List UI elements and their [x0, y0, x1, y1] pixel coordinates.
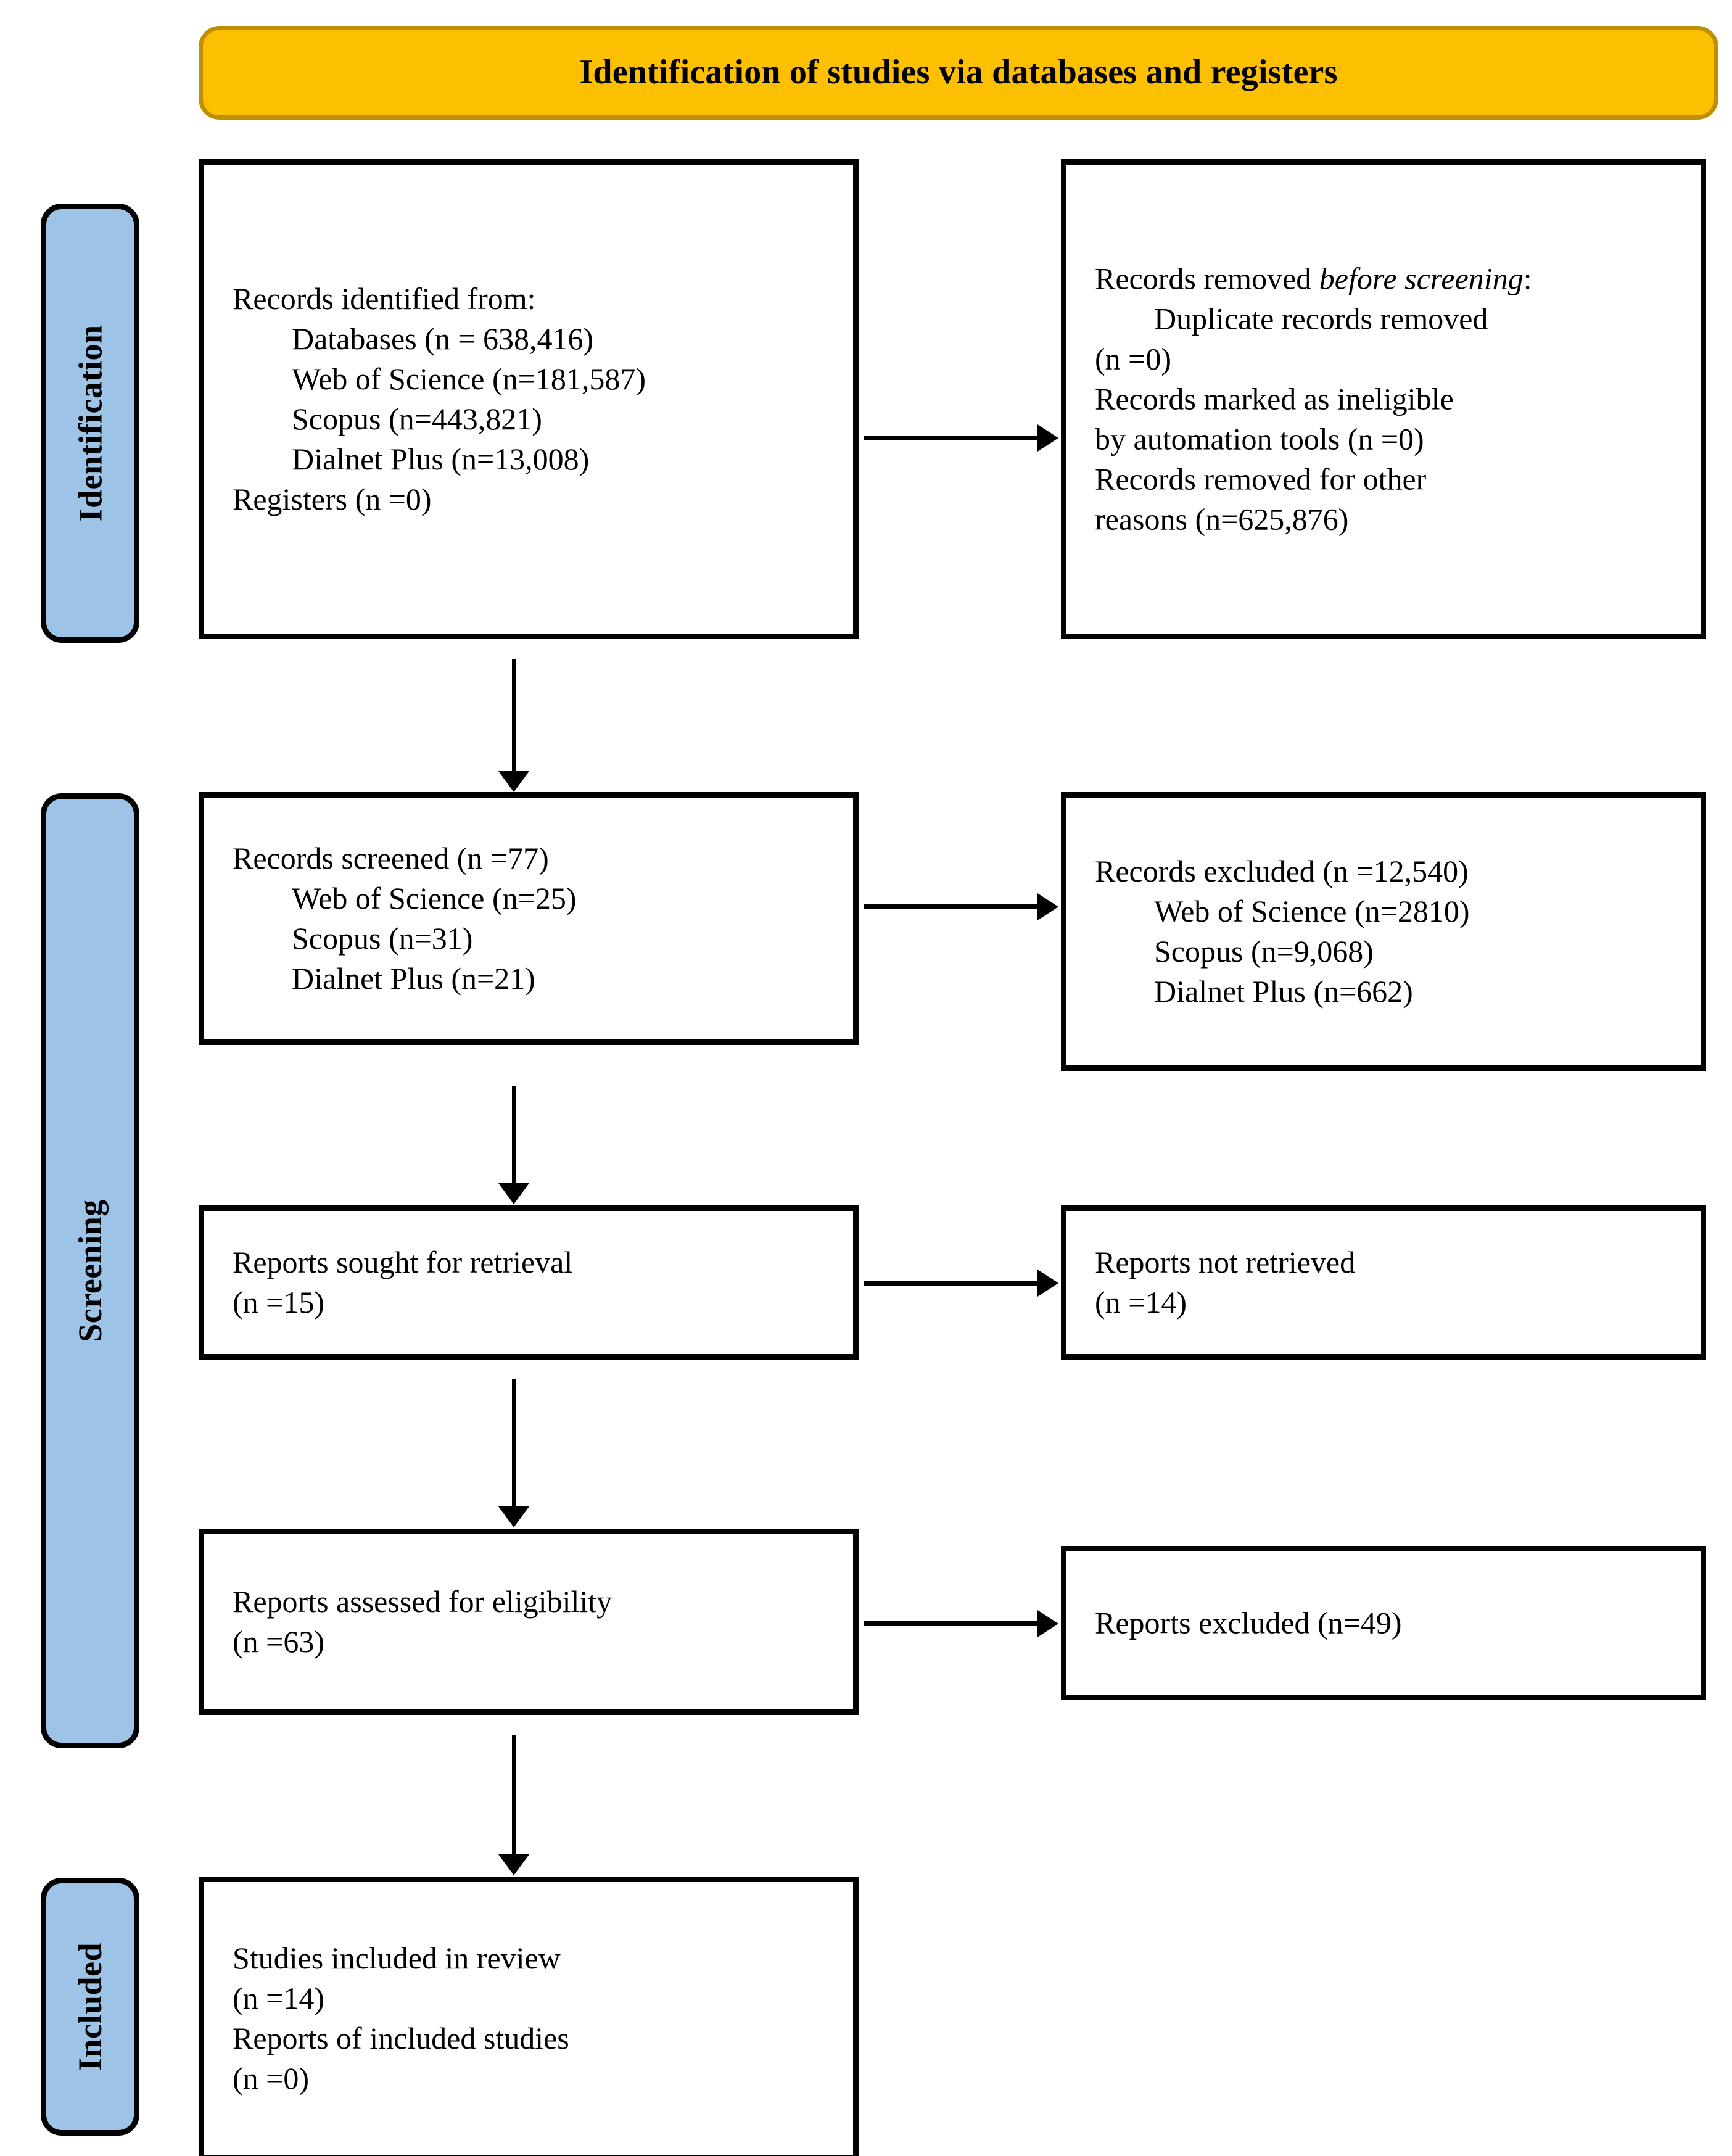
box-reports-not-retrieved-line-2: (n =14) [1095, 1285, 1187, 1320]
box-records-removed: Records removed before screening: Duplic… [1061, 159, 1706, 639]
arrow-identified-to-screened-icon [498, 659, 529, 792]
box-studies-included: Studies included in review (n =14) Repor… [199, 1877, 859, 2156]
box-records-identified: Records identified from: Databases (n = … [199, 159, 859, 639]
box-records-identified-line-4: Scopus (n=443,821) [292, 402, 542, 436]
box-records-identified-line-2: Databases (n = 638,416) [292, 321, 594, 356]
arrow-screened-to-sought-icon [498, 1086, 529, 1204]
phase-bar-identification-label: Identification [72, 324, 109, 522]
box-records-excluded-line-3: Scopus (n=9,068) [1154, 934, 1374, 969]
box-records-removed-heading-c: : [1523, 261, 1532, 296]
box-records-excluded-line-4: Dialnet Plus (n=662) [1154, 974, 1413, 1009]
box-records-identified-line-1: Records identified from: [233, 281, 536, 316]
box-reports-assessed-line-2: (n =63) [233, 1624, 324, 1659]
arrow-sought-to-not-retrieved-icon [864, 1270, 1058, 1297]
box-records-screened-line-1: Records screened (n =77) [233, 841, 549, 875]
arrow-identified-to-removed-icon [864, 424, 1058, 452]
phase-header-banner: Identification of studies via databases … [199, 26, 1718, 120]
box-records-screened-line-3: Scopus (n=31) [292, 921, 473, 956]
box-records-identified-line-5: Dialnet Plus (n=13,008) [292, 442, 590, 476]
box-records-identified-line-3: Web of Science (n=181,587) [292, 361, 646, 396]
box-reports-excluded-line-1: Reports excluded (n=49) [1095, 1605, 1402, 1640]
box-records-removed-heading-emphasis: before screening [1319, 261, 1524, 296]
box-records-removed-line-4: Records marked as ineligible [1095, 381, 1454, 416]
box-records-removed-line-6: Records removed for other [1095, 461, 1427, 497]
box-studies-included-line-4: (n =0) [233, 2061, 309, 2096]
box-records-removed-line-3: (n =0) [1095, 341, 1171, 376]
box-reports-not-retrieved: Reports not retrieved (n =14) [1061, 1205, 1706, 1360]
box-records-removed-line-5: by automation tools (n =0) [1095, 421, 1424, 456]
box-reports-sought-line-1: Reports sought for retrieval [233, 1245, 573, 1279]
box-reports-assessed-line-1: Reports assessed for eligibility [233, 1584, 612, 1619]
box-reports-excluded: Reports excluded (n=49) [1061, 1546, 1706, 1700]
box-studies-included-line-2: (n =14) [233, 1981, 324, 2015]
box-records-removed-line-7: reasons (n=625,876) [1095, 502, 1349, 537]
phase-bar-included: Included [41, 1878, 139, 2136]
phase-bar-screening-label: Screening [72, 1199, 109, 1342]
box-reports-sought: Reports sought for retrieval (n =15) [199, 1205, 859, 1360]
box-records-removed-heading-a: Records removed [1095, 261, 1319, 296]
box-records-identified-line-6: Registers (n =0) [233, 482, 432, 516]
box-records-screened-line-4: Dialnet Plus (n=21) [292, 961, 535, 996]
box-reports-assessed: Reports assessed for eligibility (n =63) [199, 1529, 859, 1715]
arrow-assessed-to-reports-excluded-icon [864, 1610, 1058, 1637]
arrow-assessed-to-included-icon [498, 1735, 529, 1875]
phase-bar-screening: Screening [41, 793, 139, 1748]
box-records-excluded-line-2: Web of Science (n=2810) [1154, 894, 1470, 928]
arrow-screened-to-excluded-icon [864, 893, 1058, 920]
box-records-removed-heading: Records removed before screening: [1095, 259, 1686, 299]
box-records-excluded: Records excluded (n =12,540) Web of Scie… [1061, 792, 1706, 1071]
box-records-screened: Records screened (n =77) Web of Science … [199, 792, 859, 1045]
phase-bar-included-label: Included [72, 1942, 109, 2071]
phase-bar-identification: Identification [41, 204, 139, 643]
box-records-excluded-line-1: Records excluded (n =12,540) [1095, 854, 1469, 888]
phase-header-title: Identification of studies via databases … [579, 53, 1338, 92]
box-records-removed-line-2: Duplicate records removed [1154, 301, 1488, 336]
box-studies-included-line-1: Studies included in review [233, 1941, 561, 1975]
arrow-sought-to-assessed-icon [498, 1379, 529, 1527]
box-reports-not-retrieved-line-1: Reports not retrieved [1095, 1245, 1356, 1279]
box-studies-included-line-3: Reports of included studies [233, 2021, 569, 2055]
box-reports-sought-line-2: (n =15) [233, 1285, 324, 1320]
box-records-screened-line-2: Web of Science (n=25) [292, 881, 577, 915]
